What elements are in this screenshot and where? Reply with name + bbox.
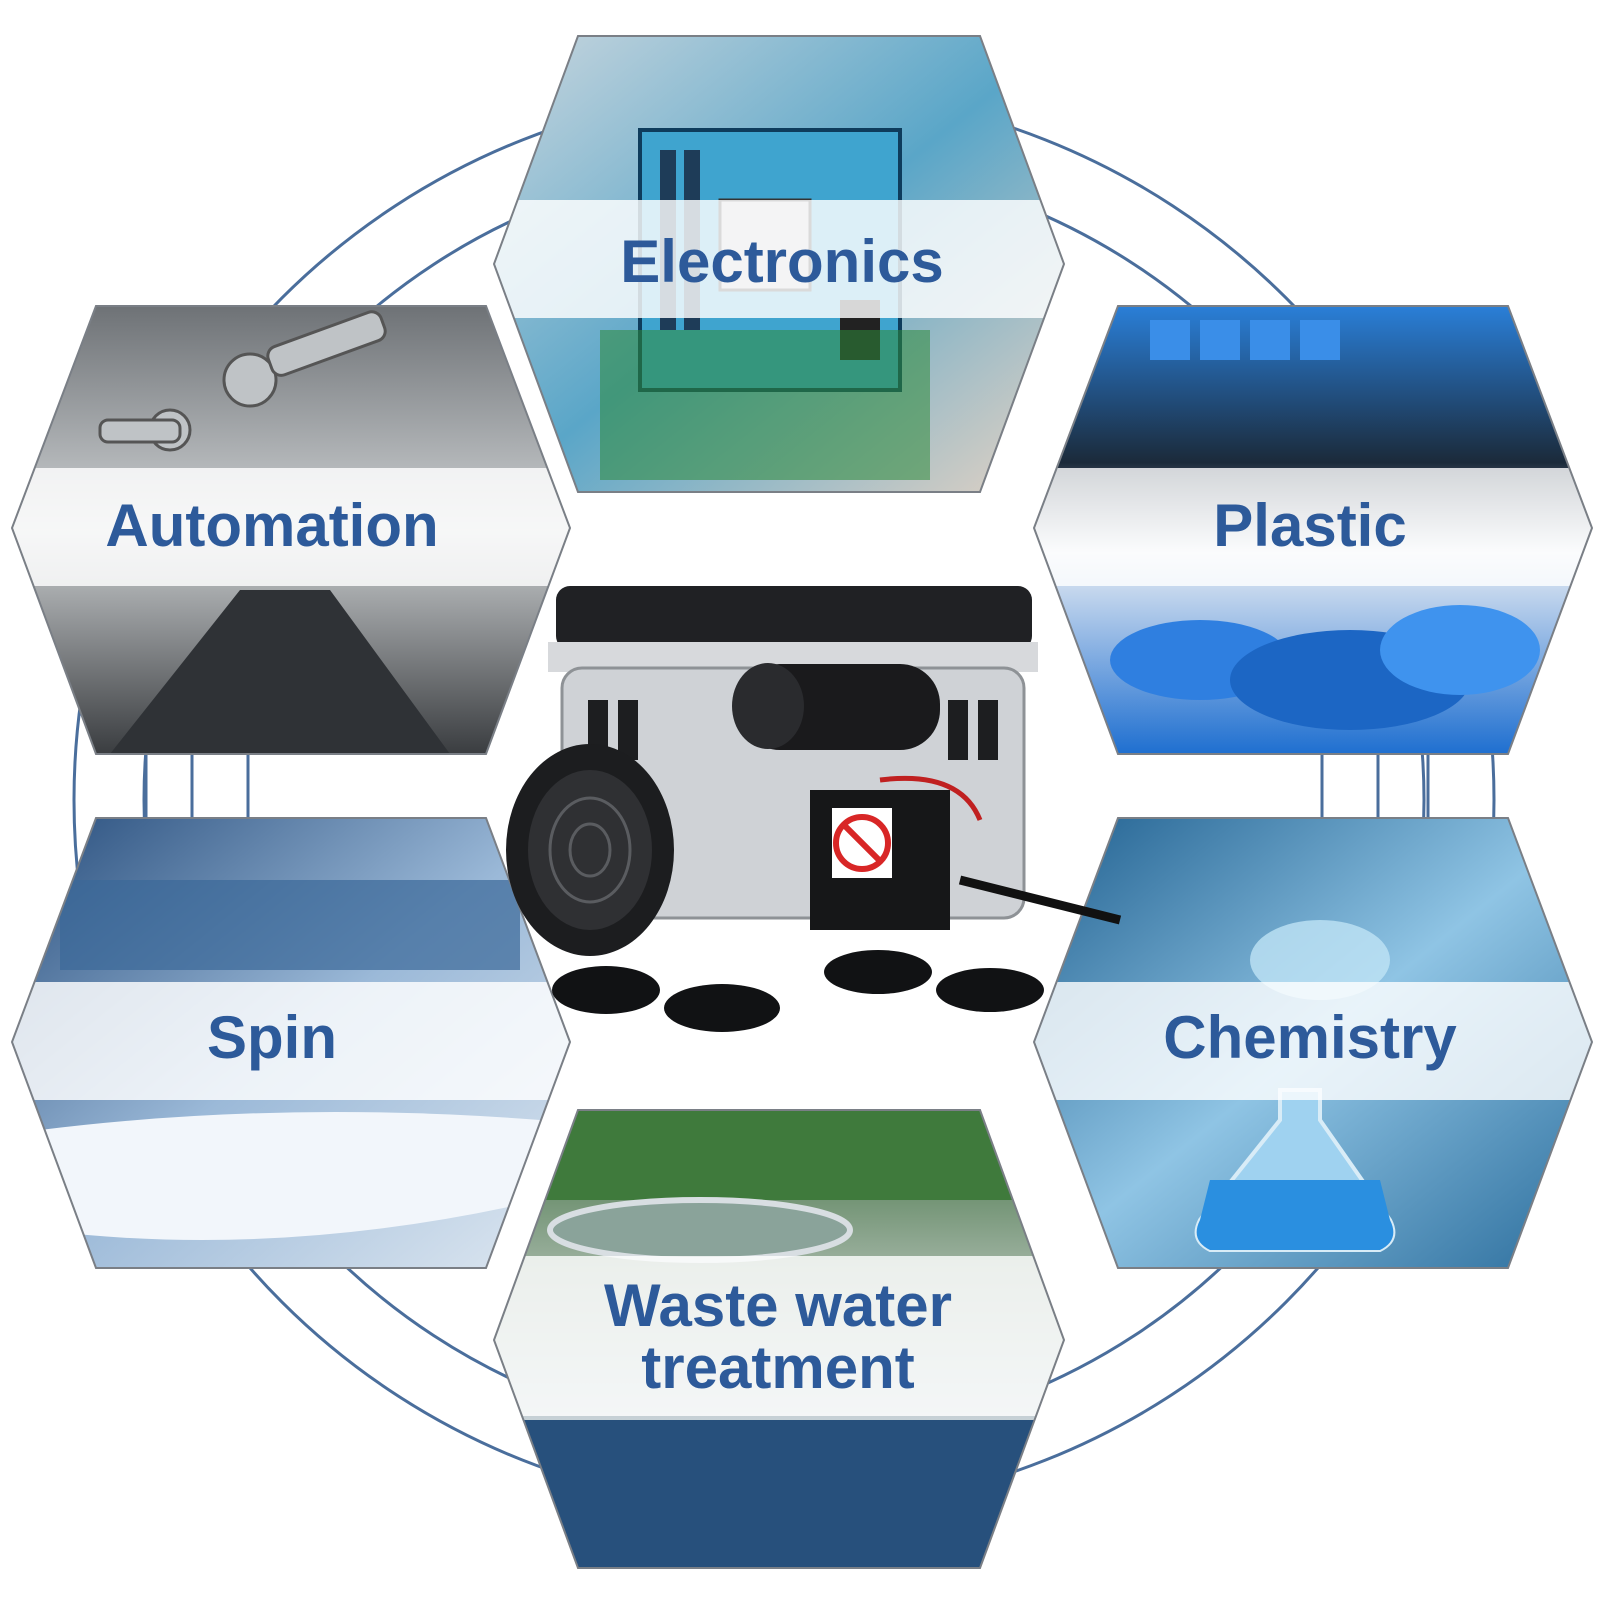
hex-wastewater: Waste water treatment [492,1109,1066,1569]
hex-electronics: Electronics [492,35,1066,493]
hex-plastic: Plastic [1032,305,1594,755]
hex-chemistry: Chemistry [1032,817,1594,1269]
warning-sign [833,814,891,872]
flask-icon [1194,920,1396,1252]
plastic-pellets-icon [1110,320,1540,730]
conveyor-belt [110,590,450,754]
hex-automation: Automation [10,305,572,755]
label-wastewater-line2: treatment [641,1334,914,1401]
robot-arm-icon [98,310,387,452]
pump-icon [506,586,1122,1032]
label-electronics: Electronics [620,228,943,295]
label-wastewater-line1: Waste water [604,1272,952,1339]
treatment-tank-icon [494,1110,1064,1568]
label-plastic: Plastic [1213,492,1406,559]
label-automation: Automation [105,492,438,559]
label-chemistry: Chemistry [1163,1004,1457,1071]
hex-spin: Spin [10,817,572,1269]
air-compressor-pump [506,586,1122,1032]
textile-mill-icon [40,880,540,1240]
label-spin: Spin [207,1004,337,1071]
